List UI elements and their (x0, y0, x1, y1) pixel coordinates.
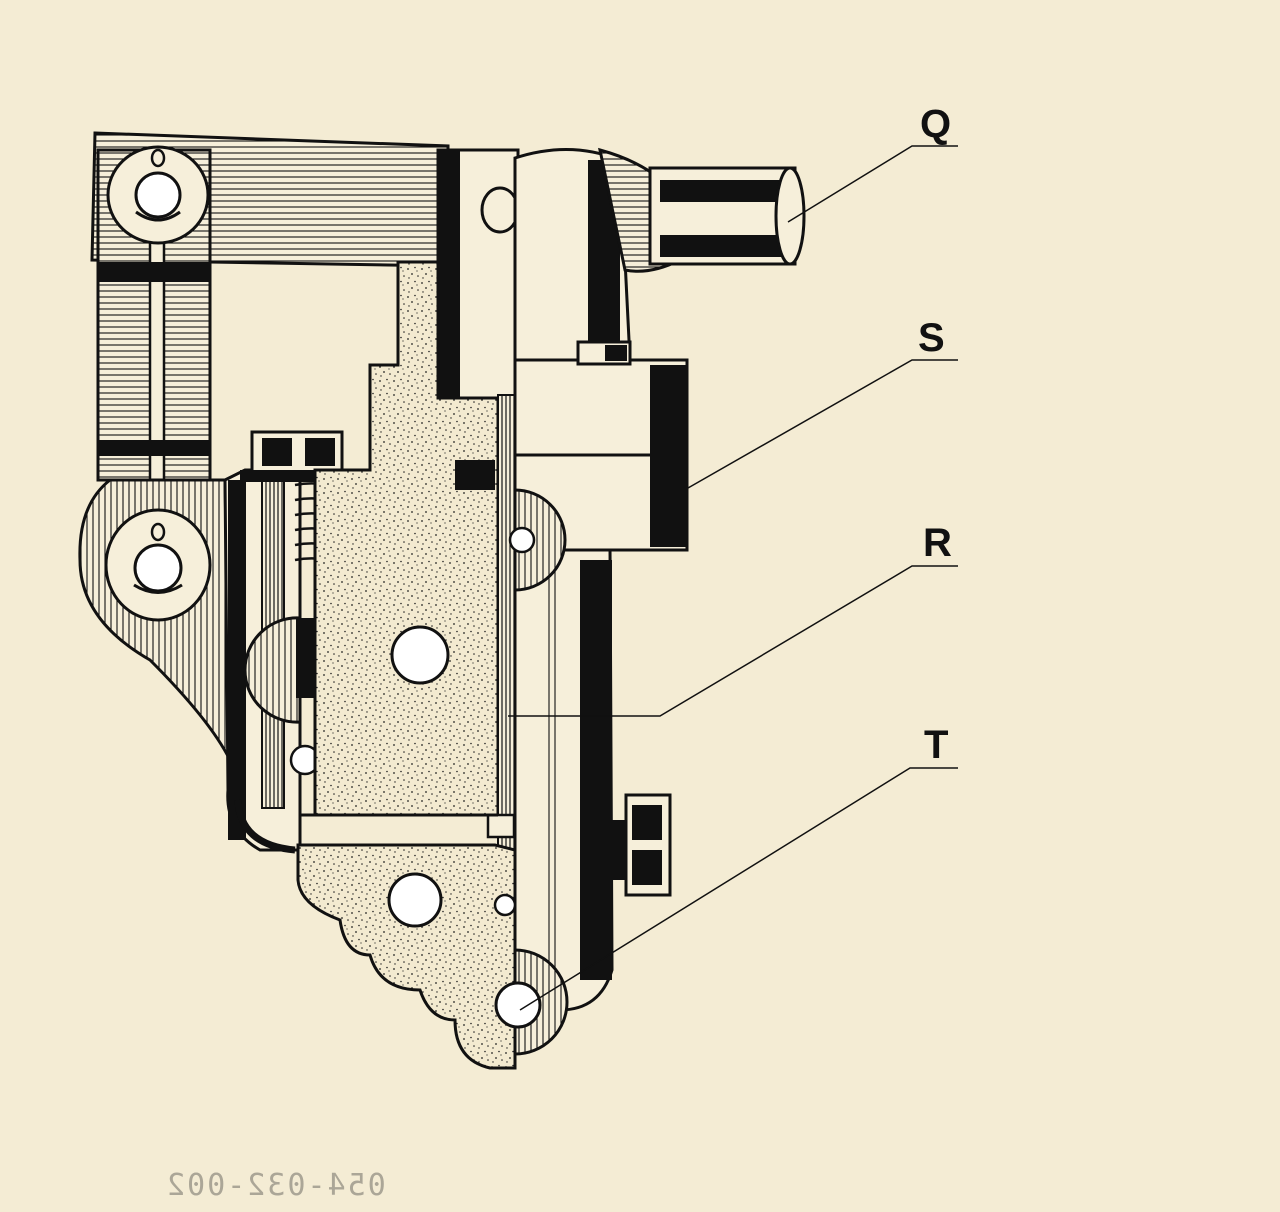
callout-label-r: R (923, 521, 952, 565)
leader-t (519, 767, 958, 1011)
leader-q (787, 145, 958, 223)
reference-number: 054-032-002 (165, 1168, 386, 1203)
spring-housing (223, 430, 355, 854)
callout-label-t: T (924, 723, 949, 767)
callout-label-q: Q (920, 102, 952, 146)
side-nut (612, 793, 672, 897)
tube-q (598, 147, 806, 273)
leader-s (687, 359, 958, 489)
right-housing (513, 147, 632, 1012)
leader-lines (508, 145, 958, 1011)
base-plate (296, 813, 569, 1070)
lower-bracket (78, 478, 232, 761)
callout-label-s: S (918, 316, 945, 360)
leader-r (508, 565, 958, 717)
vertical-link (96, 145, 212, 497)
clamp-block (508, 340, 689, 592)
